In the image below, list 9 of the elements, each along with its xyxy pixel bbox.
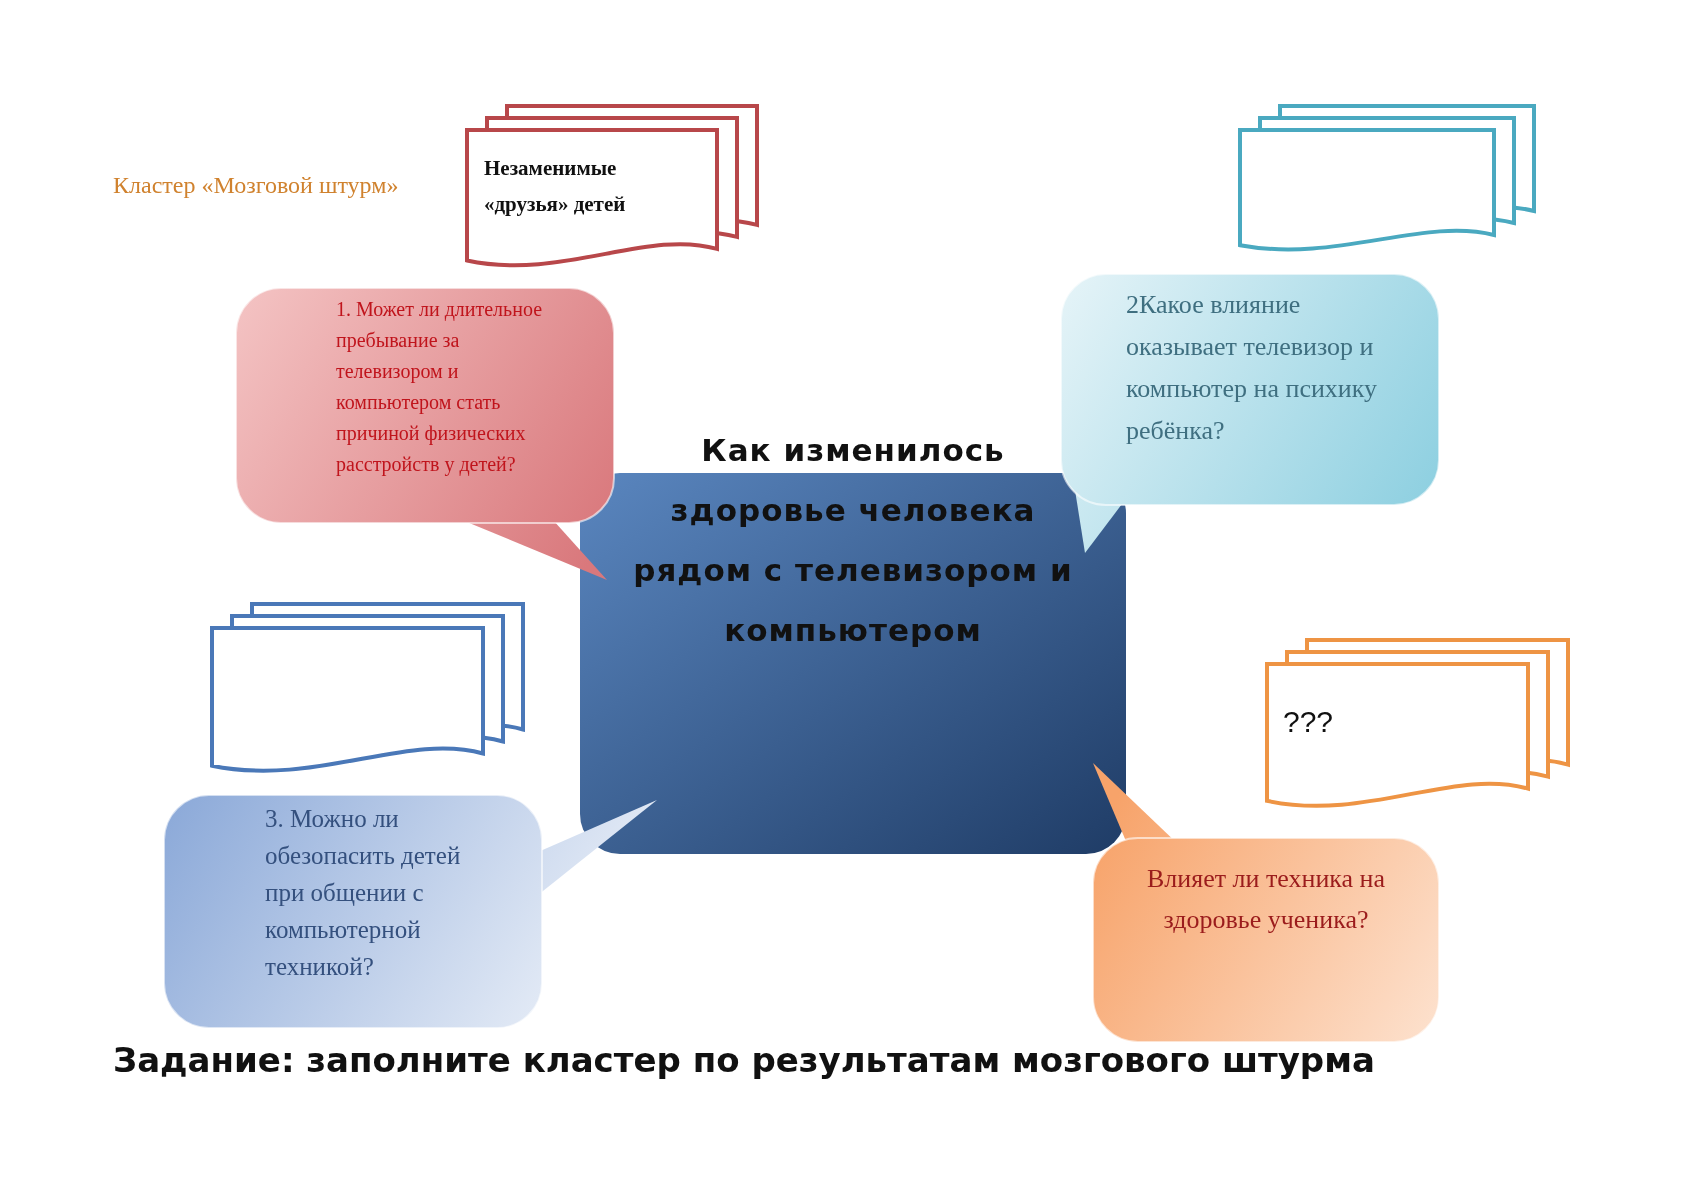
topic-heading: Как изменилось здоровье человека рядом с телевизором и компьютером (632, 431, 1074, 650)
question-text: 3. Можно ли обезопасить детей при общении с компьютерной техникой? (265, 804, 462, 982)
task-caption: Задание: заполните кластер по результатам мозгового штурма (113, 1040, 1375, 1080)
document-text: ??? (1283, 704, 1335, 740)
question-text: Влияет ли техника на здоровье ученика? (1145, 863, 1387, 936)
question-text: 1. Может ли длительное пребывание за телевизором и компьютером стать причиной физических расстройств у детей? (336, 297, 544, 478)
document-text: Незаменимые «друзья» детей (484, 155, 627, 218)
cluster-label: Кластер «Мозговой штурм» (113, 172, 399, 199)
question-text: 2Какое влияние оказывает телевизор и компьютер на психику ребёнка? (1126, 289, 1379, 447)
